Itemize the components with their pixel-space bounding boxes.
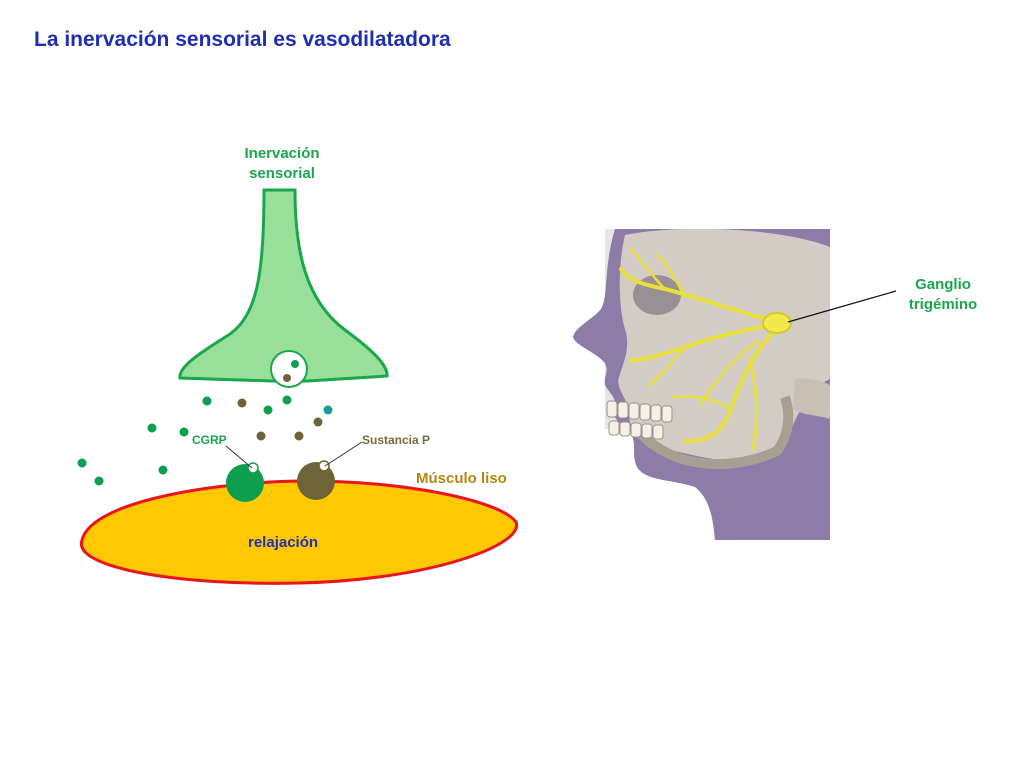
trigeminal-ganglion <box>762 312 792 334</box>
vesicle-dot <box>291 360 299 368</box>
ganglion-label-line2: trigémino <box>908 296 978 313</box>
nerve-label-line2: sensorial <box>249 165 315 182</box>
trigeminal-head-illustration <box>545 229 830 540</box>
smooth-muscle-shape <box>79 479 518 585</box>
nerve-label: Inervación sensorial <box>232 144 332 184</box>
released-peptides <box>77 395 333 486</box>
cgrp-leader-line <box>225 445 253 469</box>
ganglion-label: Ganglio trigémino <box>900 275 986 315</box>
cgrp-label: CGRP <box>192 433 227 447</box>
ganglion-label-line1: Ganglio <box>915 276 971 293</box>
nerve-label-line1: Inervación <box>244 145 320 162</box>
trigeminal-nerve <box>619 247 779 451</box>
cgrp-bound-peptide <box>247 462 259 474</box>
substance-p-leader-line <box>324 441 363 467</box>
relaxation-label: relajación <box>248 534 319 551</box>
substance-p-label: Sustancia P <box>362 433 431 447</box>
slide-title: La inervación sensorial es vasodilatador… <box>34 28 451 51</box>
smooth-muscle-label: Músculo liso <box>416 470 507 487</box>
vesicle-pocket <box>270 350 308 388</box>
vasodilation-diagram <box>77 188 518 585</box>
nerve-terminal-shape <box>178 188 389 383</box>
vesicle-dot <box>283 374 291 382</box>
substance-p-bound-peptide <box>318 460 330 472</box>
